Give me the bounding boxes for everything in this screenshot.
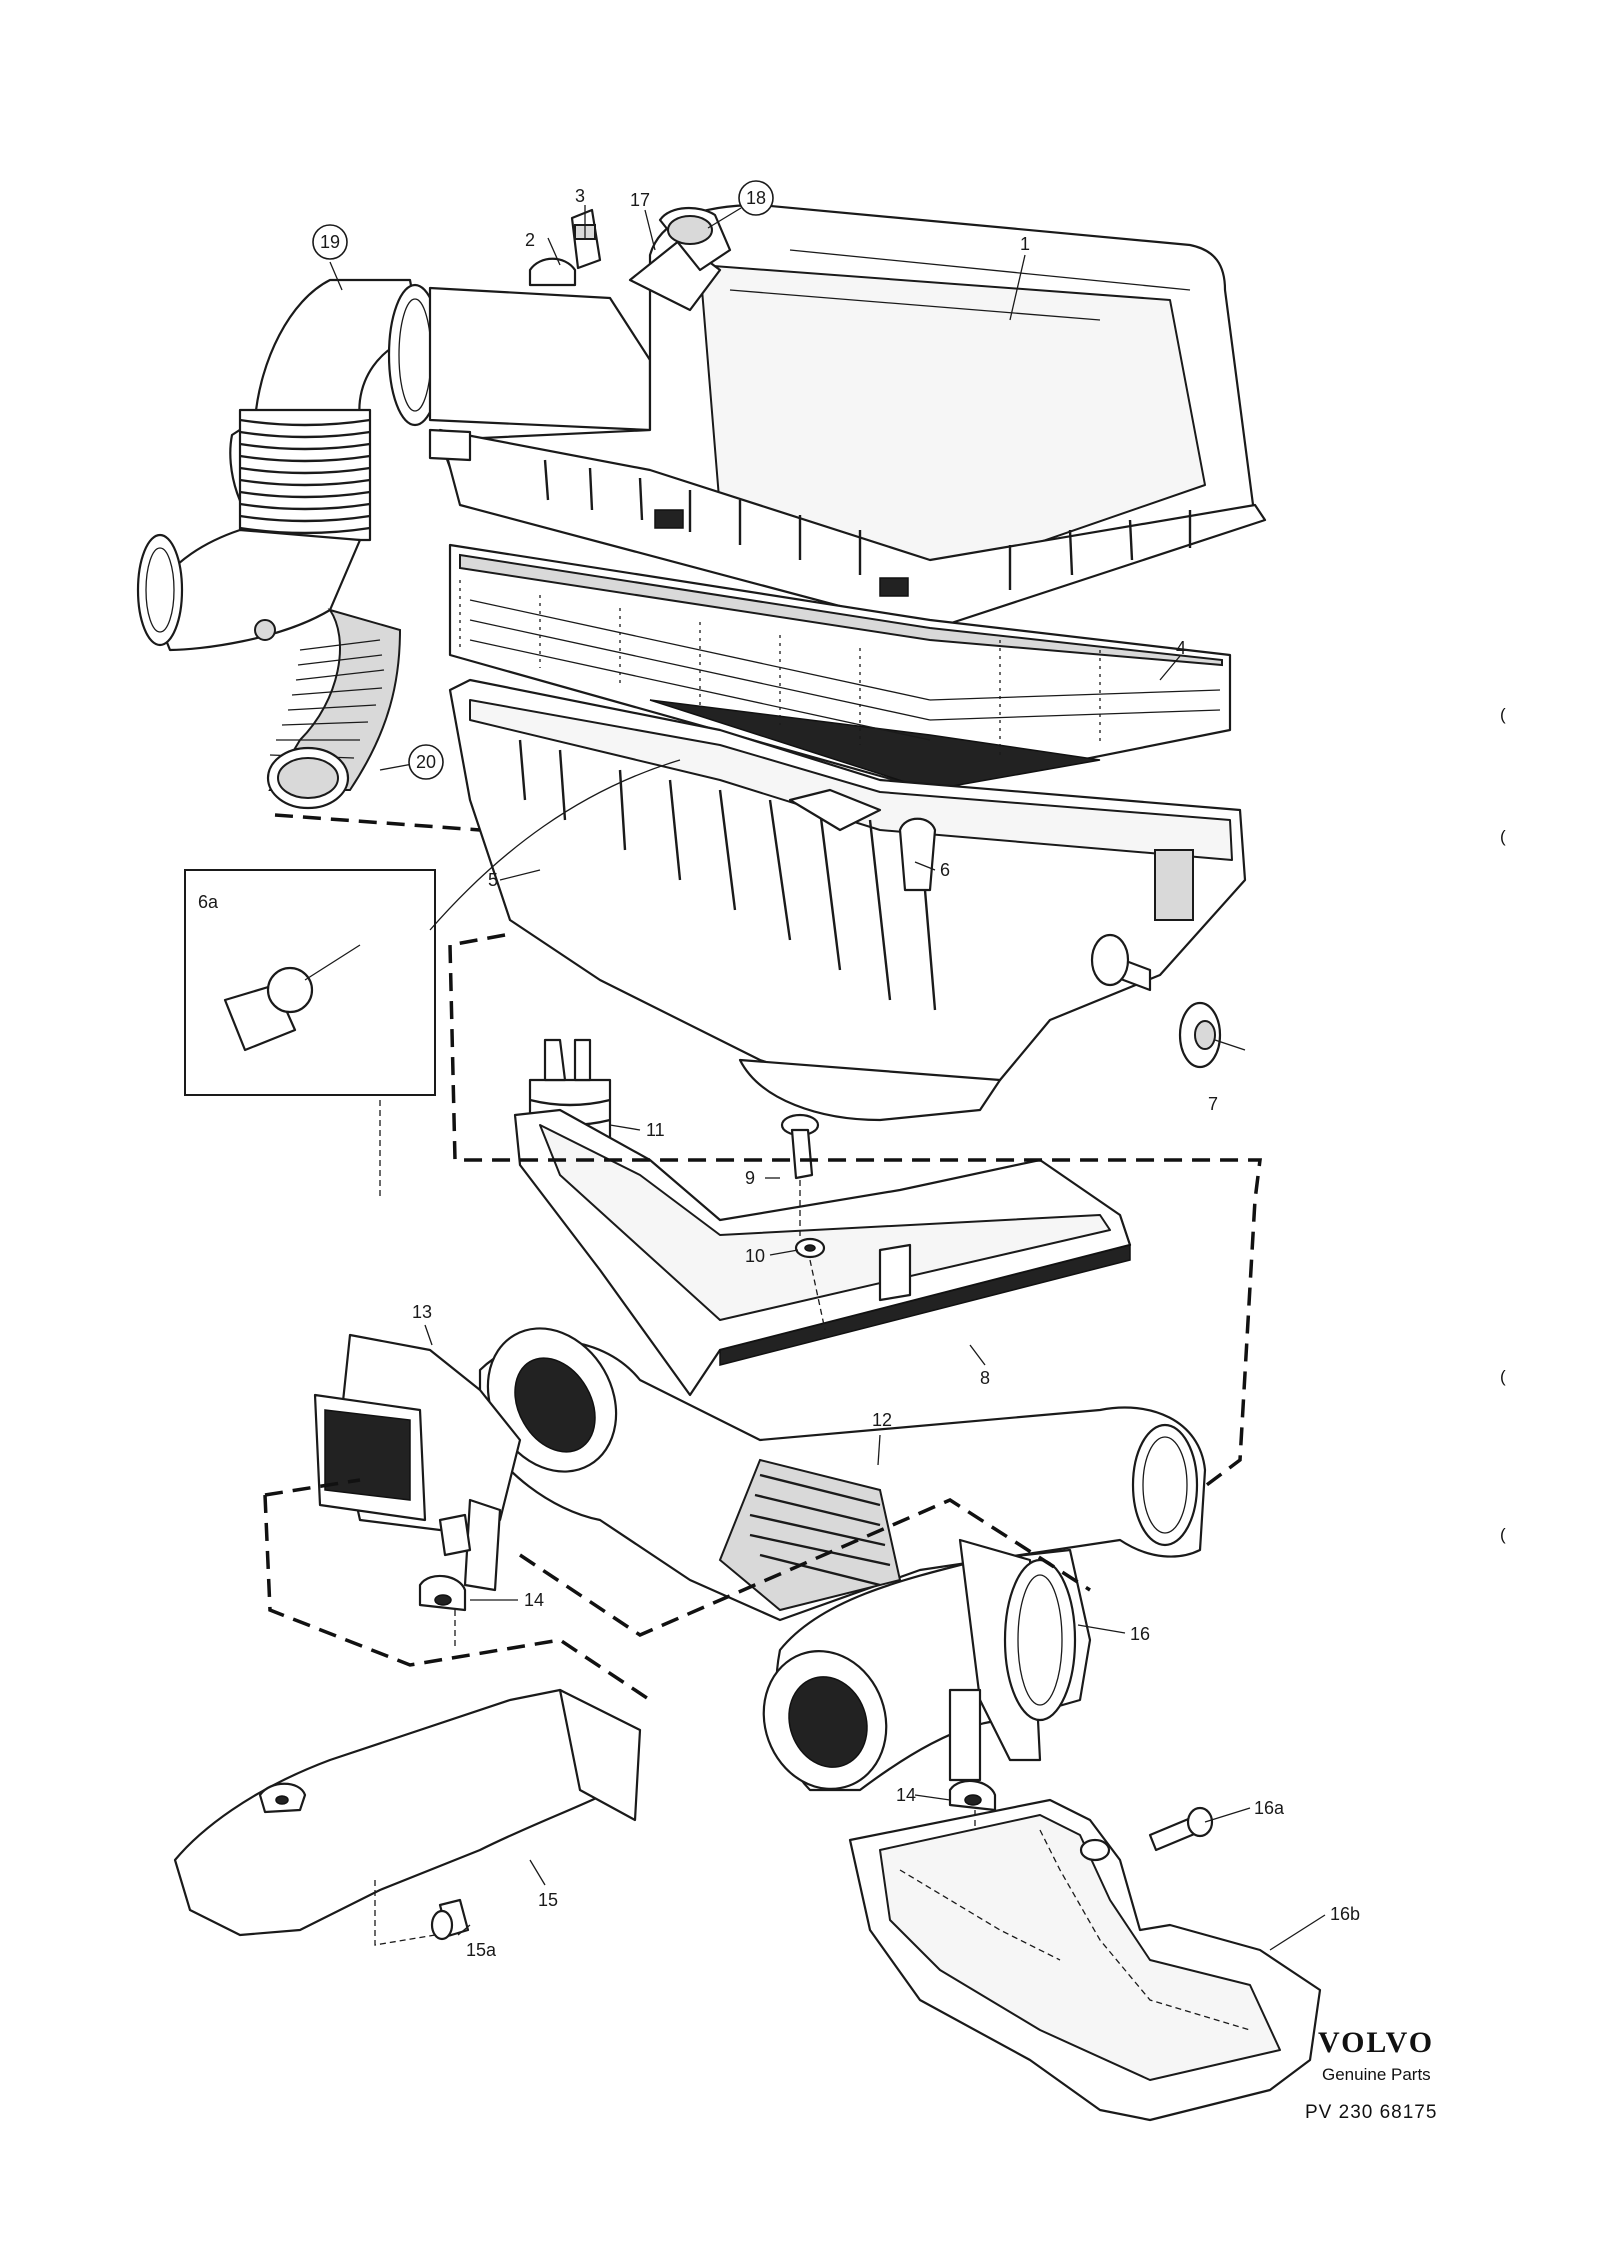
margin-marks: ( ( ( ( — [1500, 705, 1506, 1544]
label-11: 11 — [646, 1120, 665, 1140]
margin-mark: ( — [1500, 705, 1506, 724]
label-3: 3 — [575, 186, 585, 206]
air-duct-16 — [762, 1538, 1092, 1792]
label-18: 18 — [746, 188, 766, 208]
label-4: 4 — [1176, 638, 1186, 658]
margin-mark: ( — [1500, 1525, 1506, 1544]
inlet-adapter-13 — [313, 1333, 522, 1592]
air-duct-12 — [478, 1327, 1207, 1622]
label-16: 16 — [1130, 1624, 1150, 1644]
label-10: 10 — [745, 1246, 765, 1266]
mass-air-sensor-17 — [628, 206, 732, 312]
air-cleaner-housing-5 — [448, 678, 1247, 1122]
label-2: 2 — [525, 230, 535, 250]
footer: VOLVO Genuine Parts PV 230 68175 — [1305, 2026, 1437, 2123]
bracket-14-right — [948, 1688, 997, 1812]
washer-10 — [794, 1237, 826, 1259]
label-19: 19 — [320, 232, 340, 252]
margin-mark: ( — [1500, 1367, 1506, 1386]
connector-2-3 — [528, 208, 602, 287]
screw-9 — [780, 1113, 820, 1180]
label-17: 17 — [630, 190, 650, 210]
splash-shield-16b — [848, 1798, 1322, 2122]
assembly-lines — [263, 759, 1262, 1946]
callout-circle-20 — [408, 744, 444, 780]
label-12: 12 — [872, 1410, 892, 1430]
label-6a: 6a — [198, 892, 219, 912]
label-1: 1 — [1020, 234, 1030, 254]
label-6: 6 — [940, 860, 950, 880]
bracket-14-left — [418, 1574, 467, 1612]
label-8: 8 — [980, 1368, 990, 1388]
label-7: 7 — [1208, 1094, 1218, 1114]
label-15a: 15a — [466, 1940, 497, 1960]
label-15: 15 — [538, 1890, 558, 1910]
filter-element-4 — [448, 543, 1232, 792]
air-cleaner-cover-1 — [428, 203, 1267, 632]
callout-circle-19 — [312, 224, 348, 260]
label-16b: 16b — [1330, 1904, 1360, 1924]
brand-tagline: Genuine Parts — [1322, 2065, 1431, 2084]
leader-lines — [329, 205, 1326, 1951]
margin-mark: ( — [1500, 827, 1506, 846]
flex-hose-20 — [266, 608, 402, 810]
label-14-left: 14 — [524, 1590, 544, 1610]
label-20: 20 — [416, 752, 436, 772]
screw-16a — [1148, 1806, 1214, 1852]
label-9: 9 — [745, 1168, 755, 1188]
label-5: 5 — [488, 870, 498, 890]
brand-logo: VOLVO — [1318, 2026, 1434, 2059]
intake-hose-19 — [136, 278, 652, 652]
inset-detail-6a — [184, 869, 436, 1096]
screw-15a — [430, 1898, 470, 1941]
label-16a: 16a — [1254, 1798, 1285, 1818]
reference-number: PV 230 68175 — [1305, 2102, 1437, 2123]
label-13: 13 — [412, 1302, 432, 1322]
inlet-pipe-15 — [173, 1688, 642, 1937]
callout-circle-18 — [738, 180, 774, 216]
callout-labels: 1 3 2 17 18 19 20 4 5 6 6a 7 11 9 10 8 1… — [198, 180, 1360, 1960]
label-14-right: 14 — [896, 1785, 916, 1805]
